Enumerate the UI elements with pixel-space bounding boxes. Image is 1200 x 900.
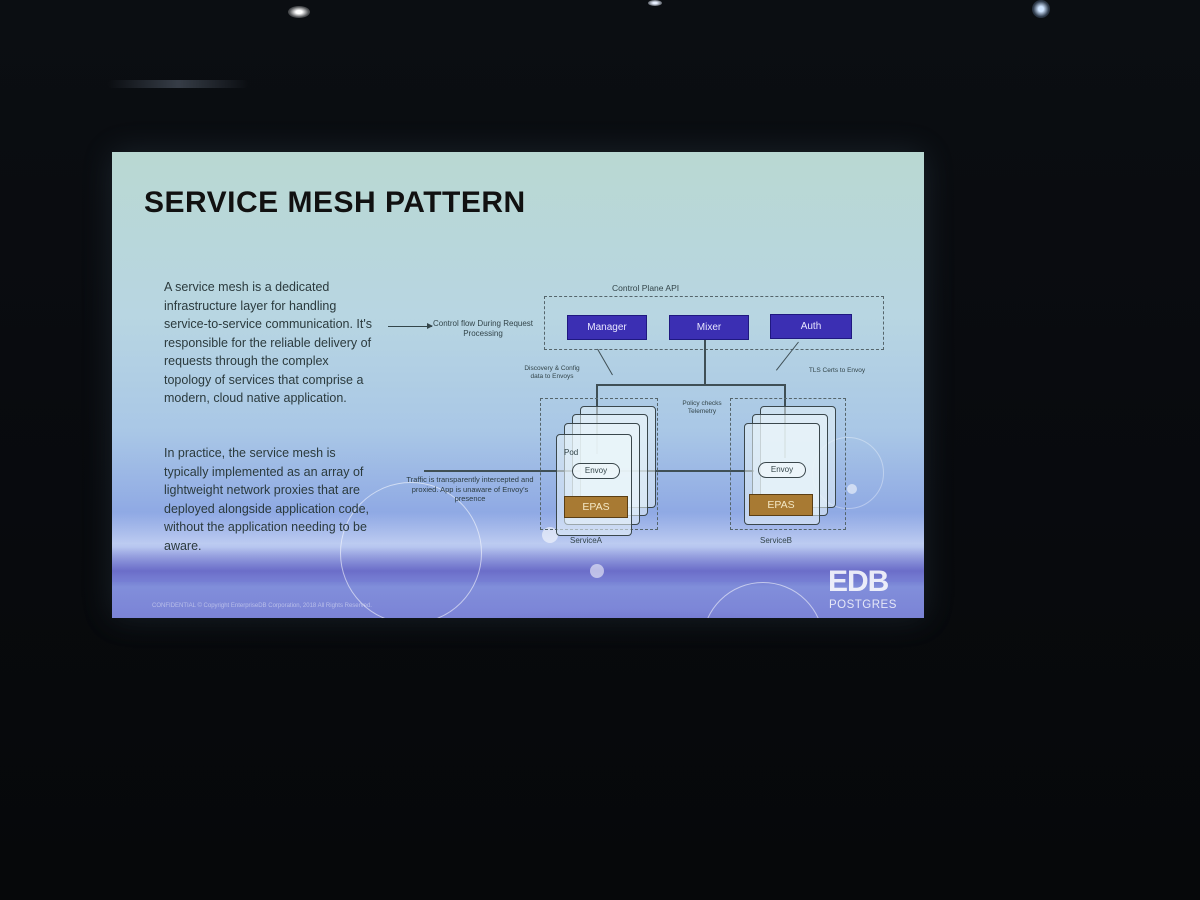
paragraph-definition: A service mesh is a dedicated infrastruc… — [164, 280, 373, 405]
mixer-box: Mixer — [669, 315, 749, 340]
decorative-circle — [702, 582, 824, 618]
mixer-connector — [704, 340, 706, 384]
manager-box: Manager — [567, 315, 647, 340]
epas-a: EPAS — [564, 496, 628, 518]
ceiling-light — [288, 6, 310, 18]
decorative-dot — [542, 527, 558, 543]
decorative-circle — [340, 482, 482, 618]
epas-b: EPAS — [749, 494, 813, 516]
discovery-connector — [597, 348, 613, 376]
slide-title: SERVICE MESH PATTERN — [144, 186, 526, 219]
discovery-label: Discovery & Config data to Envoys — [524, 365, 580, 380]
service-a-label: ServiceA — [570, 536, 603, 545]
decorative-dot — [847, 484, 857, 494]
policy-connector — [596, 384, 786, 386]
paragraph-implementation: In practice, the service mesh is typical… — [164, 446, 370, 553]
postgres-logo: POSTGRES — [829, 599, 897, 611]
traffic-label: Traffic is transparently intercepted and… — [406, 475, 534, 503]
ceiling-beam — [108, 80, 248, 88]
service-b-label: ServiceB — [760, 536, 793, 545]
control-flow-arrow — [388, 323, 433, 329]
tls-label: TLS Certs to Envoy — [808, 367, 866, 374]
envoy-proxy-b: Envoy — [758, 462, 806, 478]
ceiling-light — [648, 0, 662, 6]
envoy-proxy-a: Envoy — [572, 463, 620, 479]
control-flow-label: Control flow During Request Processing — [432, 319, 534, 338]
ceiling-light — [1032, 0, 1050, 18]
projection-screen: SERVICE MESH PATTERN A service mesh is a… — [112, 152, 924, 618]
service-b-box — [730, 398, 846, 530]
control-plane-label: Control Plane API — [612, 283, 680, 293]
control-plane-box — [544, 296, 884, 350]
pod-label: Pod — [564, 448, 579, 457]
policy-label: Policy checks Telemetry — [682, 400, 722, 415]
background-wave — [112, 547, 924, 587]
copyright-footer: CONFIDENTIAL © Copyright EnterpriseDB Co… — [152, 603, 372, 609]
decorative-dot — [590, 564, 604, 578]
edb-logo: EDB — [828, 565, 889, 598]
pod-card — [556, 434, 632, 536]
auth-box: Auth — [770, 314, 852, 339]
